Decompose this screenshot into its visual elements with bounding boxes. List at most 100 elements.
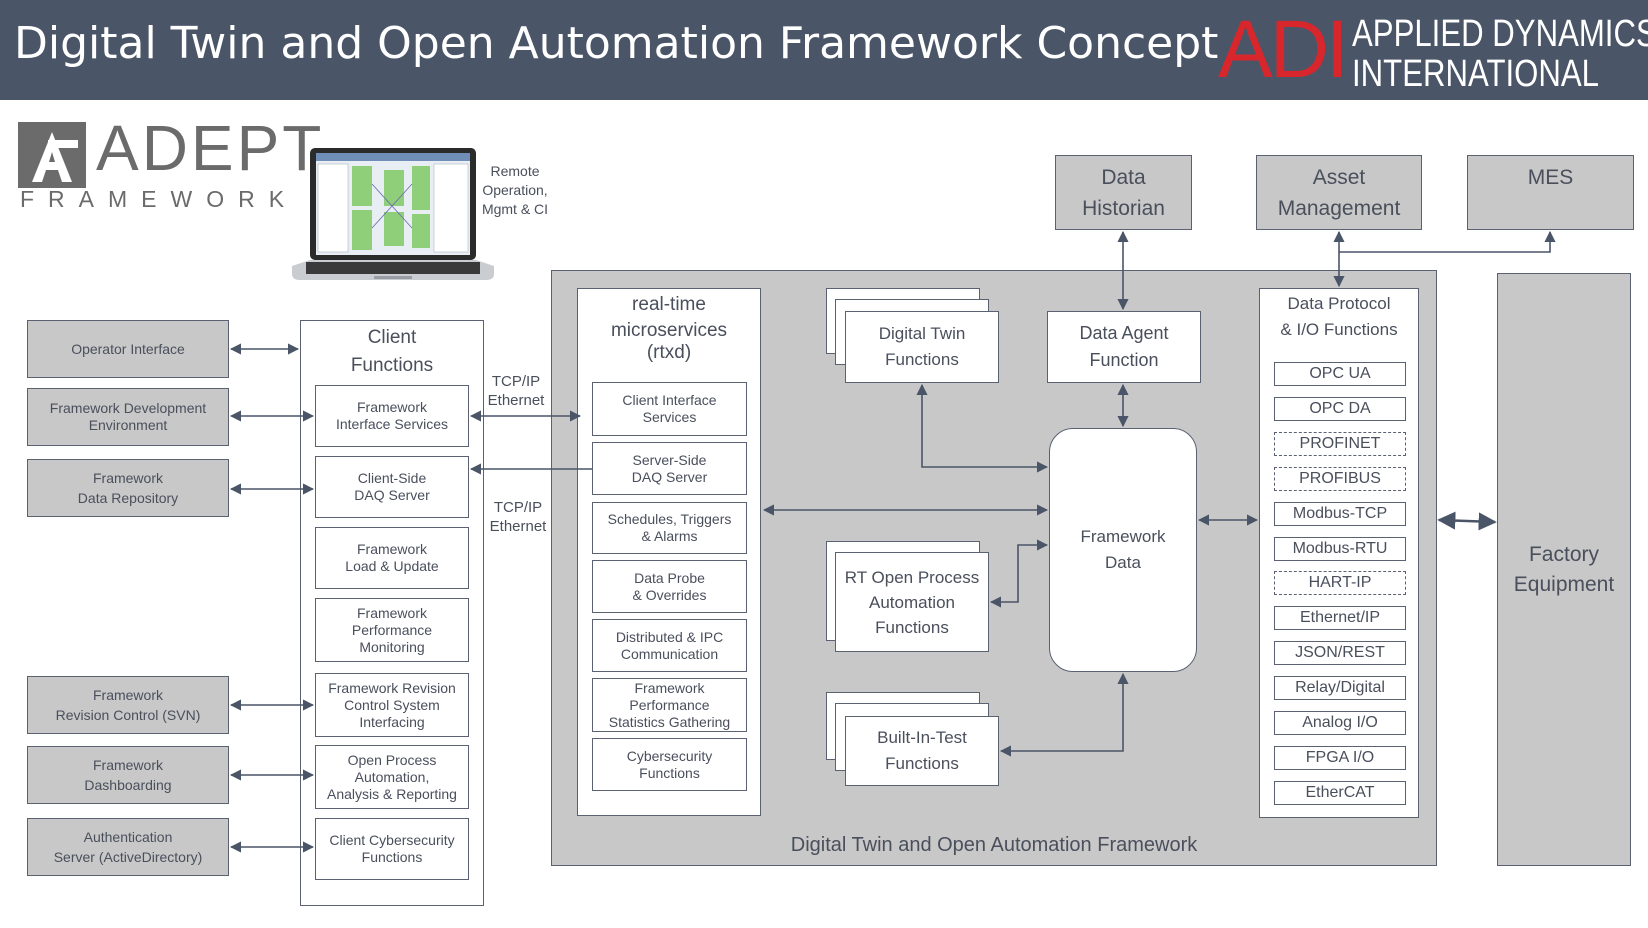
client-functions-title: Client Functions <box>300 324 484 380</box>
csdaq-label-1: Client-Side <box>357 470 427 486</box>
laptop-caption-line2: Operation, <box>482 182 548 198</box>
fis-label-1: Framework <box>356 399 427 415</box>
protocol-item[interactable]: Modbus-RTU <box>1274 536 1406 561</box>
mes-box[interactable]: MES <box>1467 155 1634 230</box>
protocol-item[interactable]: Ethernet/IP <box>1274 606 1406 631</box>
fps-label-3: Statistics Gathering <box>608 713 731 730</box>
arrow-rto-fd <box>989 539 1049 608</box>
fps-label-2: Performance <box>629 696 710 713</box>
tcp-ip-label-2-line1: TCP/IP <box>493 499 543 516</box>
adi-logo-name: APPLIED DYNAMICS INTERNATIONAL <box>1352 14 1648 94</box>
fpm-label-3: Monitoring <box>359 638 425 655</box>
operator-interface-box[interactable]: Operator Interface <box>27 320 229 378</box>
frc-label-1: Framework <box>92 687 163 703</box>
ssdaq-label-1: Server-Side <box>632 451 707 468</box>
data-protocol-title: Data Protocol & I/O Functions <box>1259 291 1419 343</box>
fpm-label-2: Performance <box>351 621 433 638</box>
frci-label-3: Interfacing <box>359 713 425 730</box>
protocol-item[interactable]: JSON/REST <box>1274 641 1406 666</box>
csdaq-label-2: DAQ Server <box>354 487 430 503</box>
protocol-item[interactable]: HART-IP <box>1274 571 1406 596</box>
protocol-item[interactable]: FPGA I/O <box>1274 745 1406 770</box>
cis-label-1: Client Interface <box>622 392 717 408</box>
dh-label-1: Data <box>1101 166 1146 189</box>
dpo-label-2: & Overrides <box>632 586 707 603</box>
rto-label-1: RT Open Process <box>844 567 980 587</box>
laptop-icon <box>292 148 494 280</box>
opa-label-2: Automation, <box>354 768 430 785</box>
fde-label-2: Environment <box>88 417 168 433</box>
laptop-image <box>288 148 498 298</box>
flu-label-2: Load & Update <box>345 558 439 574</box>
protocol-item[interactable]: OPC UA <box>1274 362 1406 386</box>
schedules-triggers-alarms-box[interactable]: Schedules, Triggers& Alarms <box>592 502 747 554</box>
page-title: Digital Twin and Open Automation Framewo… <box>14 18 1219 69</box>
factory-label-1: Factory <box>1528 542 1599 566</box>
fdash-label-2: Dashboarding <box>84 777 172 793</box>
opa-label-1: Open Process <box>347 751 437 768</box>
arrow-dt-fd <box>916 383 1049 473</box>
fps-label-1: Framework <box>634 679 705 696</box>
dh-label-2: Historian <box>1082 197 1165 220</box>
am-label-2: Management <box>1277 197 1401 220</box>
protocol-item[interactable]: PROFIBUS <box>1274 466 1406 491</box>
data-probe-overrides-box[interactable]: Data Probe& Overrides <box>592 560 747 613</box>
operator-interface-label: Operator Interface <box>71 341 185 357</box>
protocol-item[interactable]: EtherCAT <box>1274 780 1406 805</box>
auth-label-1: Authentication <box>83 829 173 845</box>
rtxd-title-1: real-time <box>632 294 706 315</box>
cyf-label-1: Cybersecurity <box>626 747 713 764</box>
fdr-label-1: Framework <box>92 470 163 486</box>
laptop-caption: Remote Operation, Mgmt & CI <box>470 162 560 219</box>
protocol-item[interactable]: PROFINET <box>1274 431 1406 456</box>
rtxd-title: real-time microservices (rtxd) <box>577 292 761 362</box>
tcp-ip-label-1-line2: Ethernet <box>487 392 545 409</box>
protocol-item[interactable]: Modbus-TCP <box>1274 501 1406 526</box>
cyf-label-2: Functions <box>639 764 700 781</box>
dipc-label-2: Communication <box>620 645 719 662</box>
opa-label-3: Analysis & Reporting <box>327 785 457 802</box>
dtf-label-1: Digital Twin <box>878 324 966 343</box>
rtxd-title-3: (rtxd) <box>646 342 692 363</box>
fde-label-1: Framework Development <box>49 400 207 416</box>
sta-label-2: & Alarms <box>641 528 698 544</box>
flu-label-1: Framework <box>356 541 427 557</box>
protocol-item[interactable]: OPC DA <box>1274 396 1406 421</box>
rto-label-3: Functions <box>875 617 949 637</box>
adept-logo-word: ADEPT <box>96 112 325 184</box>
protocol-item[interactable]: Relay/Digital <box>1274 676 1406 701</box>
dpo-label-1: Data Probe <box>634 569 705 586</box>
daf-label-1: Data Agent <box>1079 323 1169 343</box>
sta-label-1: Schedules, Triggers <box>607 511 732 527</box>
adi-logo-name-line1: APPLIED DYNAMICS <box>1352 13 1648 55</box>
adept-logo-sub: FRAMEWORK <box>20 186 299 212</box>
factory-label-2: Equipment <box>1513 572 1615 596</box>
protocol-item[interactable]: Analog I/O <box>1274 711 1406 735</box>
bit-label-2: Functions <box>885 754 959 773</box>
